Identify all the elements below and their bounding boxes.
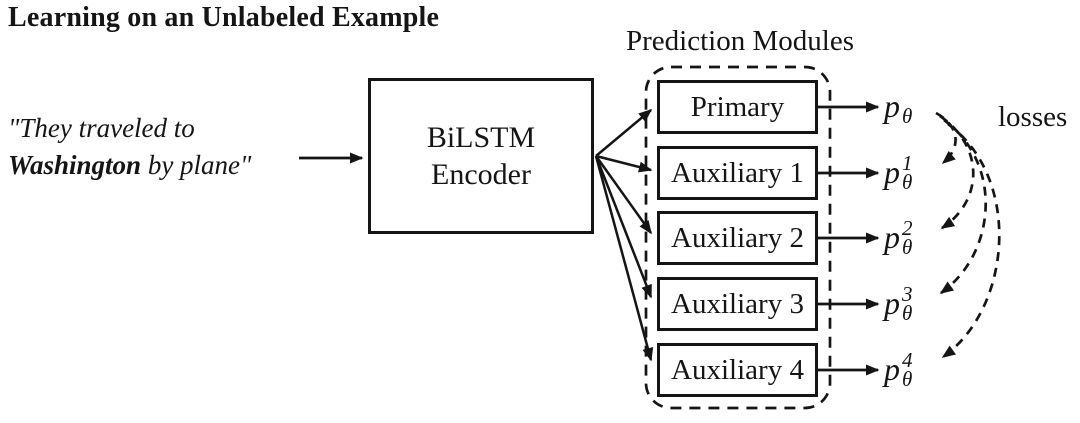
encoder-label-line1: BiLSTM [426,121,536,154]
prediction-modules-container [644,65,832,410]
p-superscript: 1 [902,151,913,176]
auxiliary-3-module-label: Auxiliary 3 [671,287,804,320]
p-subscript: θ [902,301,913,326]
auxiliary-4-module-box: Auxiliary 4 [657,343,818,397]
p-subscript: θ [902,170,913,195]
p-symbol: p [884,285,900,322]
losses-label: losses [998,101,1068,133]
p-superscript: 3 [902,282,913,307]
auxiliary-1-module-box: Auxiliary 1 [657,146,818,200]
input-sentence-line2-rest: by plane" [141,150,252,180]
p-symbol: p [884,219,900,256]
p-symbol: p [884,351,900,388]
encoder-to-primary-arrow [595,109,653,157]
p-subscript: θ [902,235,913,260]
input-sentence: "They traveled to Washington by plane" [8,110,251,184]
encoder-to-auxiliary-2-arrow [594,155,653,235]
p-symbol: p [884,88,900,125]
auxiliary-2-module-label: Auxiliary 2 [671,221,804,254]
encoder-to-auxiliary-3-arrow [594,155,653,299]
figure-title: Learning on an Unlabeled Example [8,2,440,33]
p-subscript: θ [902,367,913,392]
prediction-modules-label: Prediction Modules [626,25,854,57]
input-sentence-line1: "They traveled to [8,113,195,143]
encoder-to-auxiliary-4-arrow [594,155,654,362]
p-superscript: 2 [902,216,913,241]
primary-module-label: Primary [690,90,785,123]
p-superscript: 4 [902,348,913,373]
loss-arc-primary-to-aux4 [941,122,1001,359]
encoder-to-auxiliary-1-arrow [595,154,653,173]
auxiliary-1-module-label: Auxiliary 1 [671,156,804,189]
auxiliary-3-module-box: Auxiliary 3 [657,277,818,331]
p-subscript: θ [902,104,913,129]
auxiliary-4-module-label: Auxiliary 4 [671,353,804,386]
input-sentence-bold-word: Washington [8,150,142,180]
p-symbol: p [884,154,900,191]
primary-module-box: Primary [657,80,818,134]
encoder-label-line2: Encoder [431,158,531,191]
bilstm-encoder-box: BiLSTM Encoder [368,78,594,234]
loss-arc-primary-to-aux3 [939,118,987,295]
auxiliary-2-module-box: Auxiliary 2 [657,211,818,265]
